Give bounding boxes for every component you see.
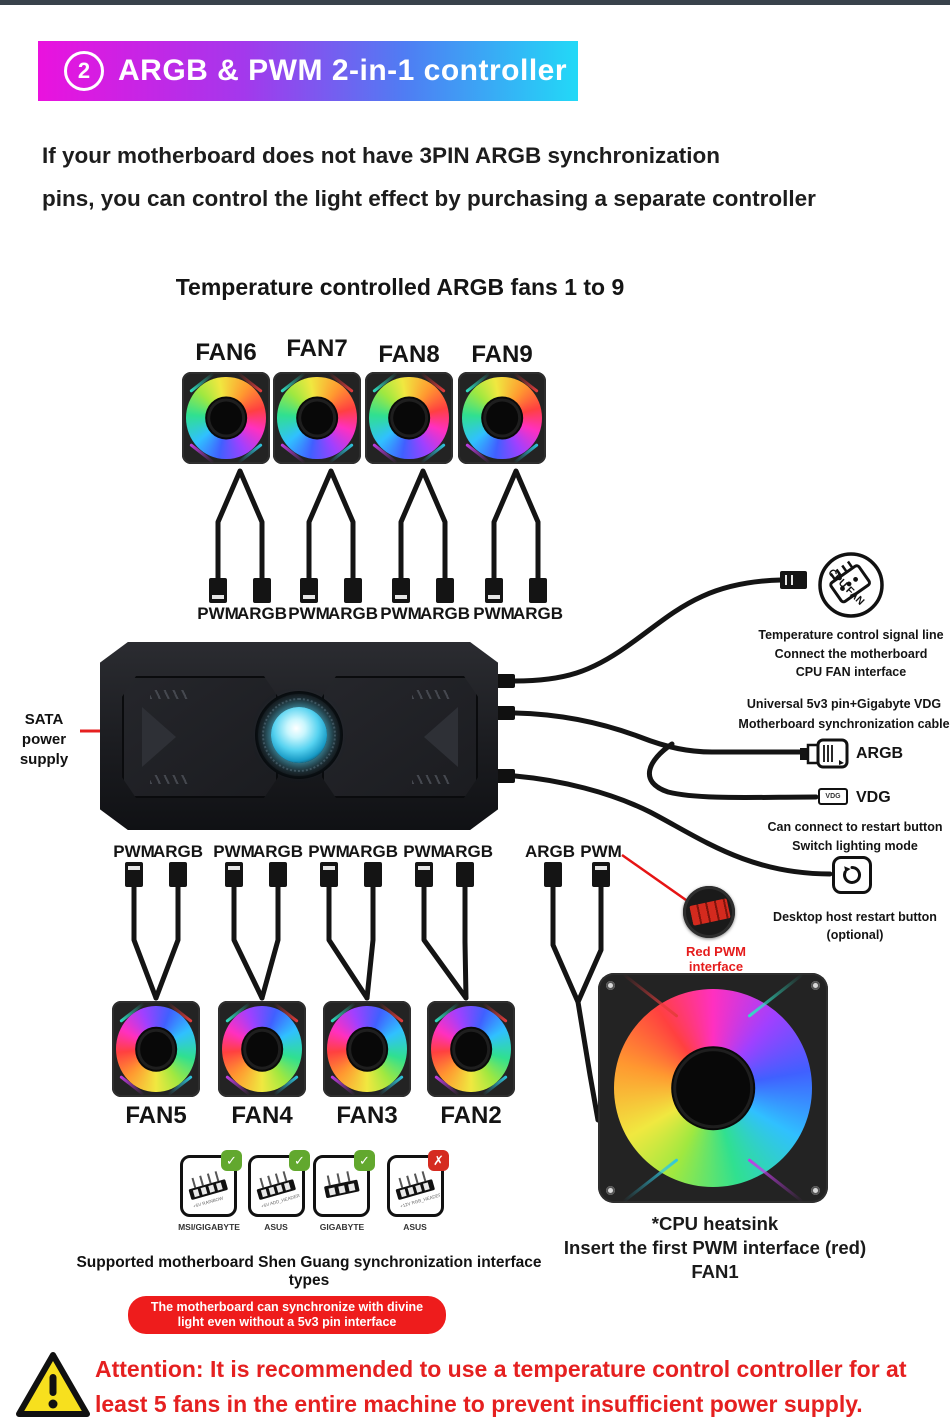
pin-header-icon [324,1171,360,1199]
pwm-label: PWM [288,604,330,623]
fan1 [598,972,828,1204]
mobo-caption: GIGABYTE [319,1222,365,1232]
diagram-title: Temperature controlled ARGB fans 1 to 9 [175,274,625,300]
pin-header-icon: +12V RGB_HEADER [395,1171,443,1209]
bottom-connector-stubs [125,862,610,887]
fan4 [218,1001,306,1097]
pin-header-icon: +5V ADD_HEADER [256,1171,301,1209]
fan9-label: FAN9 [471,341,533,368]
restart-button-icon [832,856,872,894]
controller-right-panel [322,676,478,798]
argb-cable-label: ARGB [856,745,904,762]
cpu-fan-header-icon: CPU FAN [818,552,884,618]
fan3 [323,1001,411,1097]
mobo-header-gigabyte: ✓ [313,1150,375,1217]
intro-line-2: pins, you can control the light effect b… [42,186,816,211]
supported-mobo-text: Supported motherboard Shen Guang synchro… [76,1254,542,1289]
mobo-caption: ASUS [264,1222,288,1232]
warning-triangle-icon [16,1352,90,1417]
check-icon: ✓ [354,1150,375,1171]
fan9 [458,372,546,464]
controller-left-panel [122,676,278,798]
section-header: 2 ARGB & PWM 2-in-1 controller [38,41,578,101]
fan4-label: FAN4 [231,1102,293,1129]
cpu-fan-plug [780,571,807,589]
sync-banner: The motherboard can synchronize with div… [128,1296,446,1334]
pin-header-icon: +5V RAINBOW [188,1171,228,1209]
restart-note: Can connect to restart button Switch lig… [767,820,943,853]
fan2 [427,1001,515,1097]
argb-label: ARGB [442,842,494,861]
mobo-header-asus-rgb: ✗ +12V RGB_HEADER [387,1150,449,1217]
pwm-label: PWM [403,842,445,861]
mobo-caption: MSI/GIGABYTE [178,1222,240,1232]
fan6-label: FAN6 [195,339,257,366]
fan1-caption: *CPU heatsink Insert the first PWM inter… [563,1213,867,1282]
fan7-label: FAN7 [286,335,348,362]
top-strip [0,0,950,5]
mobo-header-asus-add: ✓ +5V ADD_HEADER [248,1150,310,1217]
pwm-label: PWM [113,842,155,861]
pwm-label: PWM [473,604,515,623]
check-icon: ✓ [221,1150,242,1171]
step-number-badge: 2 [64,51,104,91]
argb-label: ARGB [347,842,399,861]
argb-plug-icon [800,738,849,769]
fan5 [112,1001,200,1097]
sata-power-label: SATA power supply [19,711,69,768]
page-title: ARGB & PWM 2-in-1 controller [118,54,568,87]
mobo-caption: ASUS [403,1222,427,1232]
fan6 [182,372,270,464]
fan3-label: FAN3 [336,1102,398,1129]
argb-label: ARGB [152,842,204,861]
argb-label: ARGB [419,604,471,623]
pwm-label: PWM [197,604,239,623]
controller-led-glow [271,707,327,763]
argb-pwm-controller [100,642,498,830]
pwm-label: PWM [308,842,350,861]
check-icon: ✓ [289,1150,310,1171]
restart-caption: Desktop host restart button (optional) [773,910,937,942]
fan8-label: FAN8 [378,341,440,368]
fan2-label: FAN2 [440,1102,502,1129]
fan7 [273,372,361,464]
argb-label: ARGB [512,604,564,623]
intro-paragraph: If your motherboard does not have 3PIN A… [42,134,902,220]
attention-text: Attention: It is recommended to use a te… [95,1356,907,1417]
fan5-label: FAN5 [125,1102,187,1129]
mobo-header-msi-gigabyte: ✓ +5V RAINBOW [180,1150,242,1217]
argb-label: ARGB [236,604,288,623]
vdg-plug-icon: VDG [818,788,848,805]
argb-label: ARGB [252,842,304,861]
red-pwm-interface-icon [683,886,735,938]
pwm-label: PWM [380,604,422,623]
sync-cable-note: Universal 5v3 pin+Gigabyte VDG Motherboa… [738,697,950,731]
vdg-cable-label: VDG [856,789,891,806]
red-pwm-label: Red PWM interface [686,944,746,974]
circular-arrow-icon [843,865,862,884]
intro-line-1: If your motherboard does not have 3PIN A… [42,143,720,168]
cross-icon: ✗ [428,1150,449,1171]
pwm-label: PWM [580,842,622,861]
argb-label: ARGB [327,604,379,623]
fan-hub [210,401,242,435]
argb-label: ARGB [524,842,576,861]
top-connector-stubs [209,578,547,603]
temp-signal-note: Temperature control signal line Connect … [758,628,944,679]
controller-led-ring [258,694,340,776]
fan8 [365,372,453,464]
pwm-label: PWM [213,842,255,861]
